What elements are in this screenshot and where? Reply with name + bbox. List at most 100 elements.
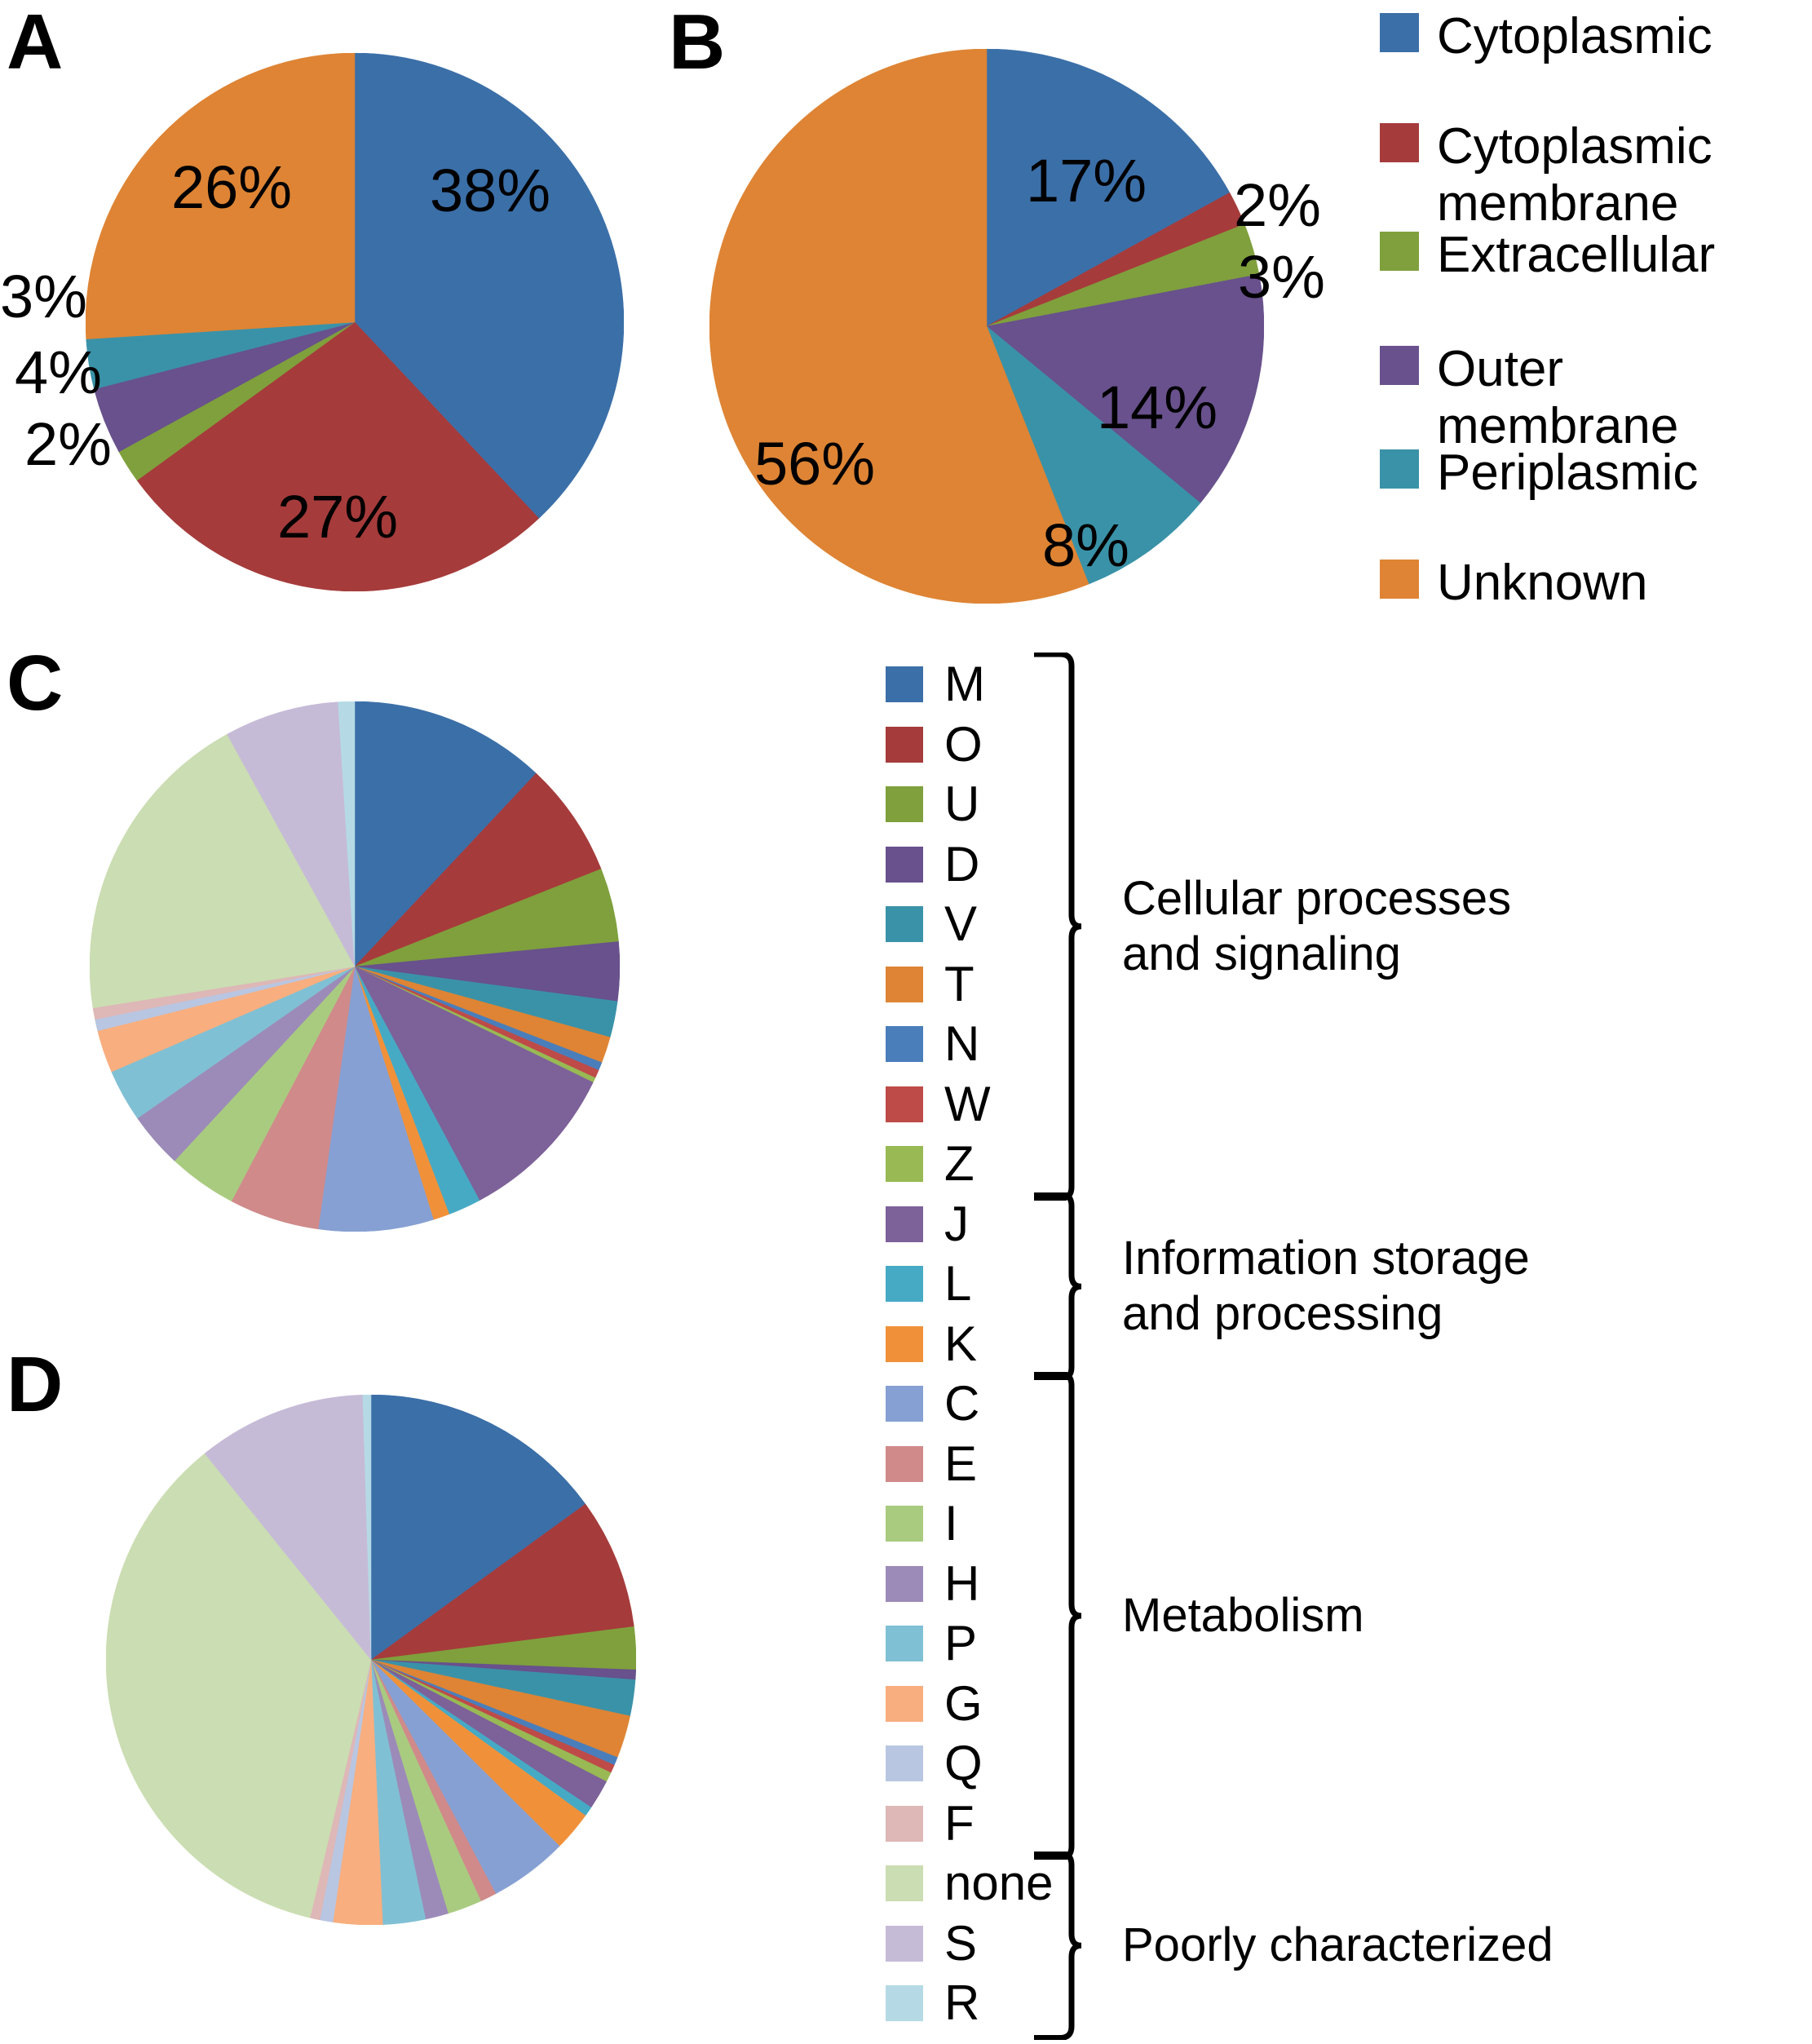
cog-swatch-h — [886, 1565, 923, 1602]
cog-legend-item-d[interactable]: D — [886, 836, 980, 891]
pie-slice-cytoplasmic-membrane — [136, 321, 540, 591]
cog-label-k: K — [944, 1316, 978, 1371]
panel-letter-a: A — [7, 0, 63, 86]
legend-item-cytoplasmic-membrane[interactable]: Cytoplasmic membrane — [1380, 118, 1713, 232]
cog-group-label-1: Information storage and processing — [1122, 1231, 1530, 1340]
pct-label-b-periplasmic: 8% — [1042, 511, 1129, 579]
cog-legend-item-p[interactable]: P — [886, 1618, 977, 1669]
cog-label-n: N — [944, 1016, 980, 1071]
pie-slice-j — [354, 966, 594, 1201]
cog-legend-item-o[interactable]: O — [886, 719, 983, 770]
cog-group-label-2: Metabolism — [1122, 1589, 1364, 1642]
legend-swatch-outer-membrane — [1380, 346, 1419, 385]
cog-legend-item-v[interactable]: V — [886, 899, 977, 949]
group-brace-1 — [1032, 1191, 1083, 1382]
legend-label-outer-membrane: Outer membrane — [1437, 341, 1679, 454]
cog-label-l: L — [944, 1256, 972, 1311]
cog-legend-item-m[interactable]: M — [886, 659, 985, 710]
cog-legend-item-c[interactable]: C — [886, 1378, 979, 1429]
cog-legend-item-z[interactable]: Z — [886, 1139, 975, 1189]
cog-swatch-z — [886, 1146, 923, 1182]
cog-legend-item-s[interactable]: S — [886, 1918, 977, 1969]
cog-swatch-f — [886, 1805, 923, 1842]
cog-label-d: D — [944, 836, 980, 891]
cog-swatch-o — [886, 726, 923, 763]
cog-legend-item-i[interactable]: I — [886, 1498, 958, 1549]
legend-swatch-cytoplasmic — [1380, 13, 1419, 52]
cog-swatch-none — [886, 1865, 923, 1901]
cog-legend-item-q[interactable]: Q — [886, 1738, 983, 1789]
cog-legend-item-none[interactable]: none — [886, 1858, 1053, 1909]
pie-slice-periplasmic — [986, 325, 1201, 585]
legend-swatch-cytoplasmic-membrane — [1380, 123, 1419, 162]
cog-swatch-r — [886, 1985, 923, 2021]
cog-legend-item-g[interactable]: G — [886, 1675, 983, 1731]
pie-slice-unknown — [709, 49, 1089, 604]
pie-slice-unknown — [86, 53, 356, 339]
cog-label-s: S — [944, 1915, 978, 1971]
cog-label-z: Z — [944, 1136, 975, 1191]
pie-slice-o — [370, 1503, 634, 1661]
legend-label-cytoplasmic: Cytoplasmic — [1437, 8, 1713, 64]
pie-slice-m — [354, 701, 537, 967]
cog-label-t: T — [944, 956, 975, 1011]
cog-legend-item-w[interactable]: W — [886, 1078, 991, 1130]
cog-label-g: G — [944, 1675, 983, 1731]
cog-swatch-n — [886, 1026, 923, 1062]
cog-swatch-m — [886, 666, 923, 702]
cog-legend-item-h[interactable]: H — [886, 1558, 979, 1609]
legend-item-periplasmic[interactable]: Periplasmic — [1380, 445, 1698, 502]
cog-label-m: M — [944, 657, 985, 711]
cog-swatch-w — [886, 1086, 923, 1122]
cog-label-o: O — [944, 716, 983, 772]
cog-swatch-k — [886, 1325, 923, 1362]
cog-legend-item-j[interactable]: J — [886, 1198, 969, 1250]
pie-slice-m — [370, 1395, 586, 1661]
cog-label-r: R — [944, 1975, 980, 2030]
pie-chart-c — [90, 701, 620, 1232]
cog-swatch-l — [886, 1266, 923, 1302]
panel-letter-b: B — [669, 0, 725, 86]
legend-item-unknown[interactable]: Unknown — [1380, 555, 1647, 612]
cog-swatch-p — [886, 1626, 923, 1661]
legend-item-extracellular[interactable]: Extracellular — [1380, 227, 1715, 284]
cog-label-q: Q — [944, 1736, 983, 1790]
pie-slice-r — [338, 701, 356, 967]
cog-swatch-v — [886, 906, 923, 942]
legend-label-periplasmic: Periplasmic — [1437, 445, 1699, 501]
cog-label-c: C — [944, 1376, 980, 1431]
pct-label-b-outer-membrane: 14% — [1097, 374, 1218, 441]
pie-slice-outer-membrane — [986, 273, 1264, 504]
cog-label-none: none — [944, 1856, 1054, 1910]
pie-slice-none — [106, 1453, 372, 1918]
cog-swatch-j — [886, 1206, 923, 1242]
cog-legend-item-l[interactable]: L — [886, 1259, 971, 1309]
cog-label-u: U — [944, 776, 980, 831]
pie-chart-d — [106, 1395, 636, 1925]
legend-item-cytoplasmic[interactable]: Cytoplasmic — [1380, 8, 1713, 65]
group-brace-0 — [1032, 651, 1083, 1201]
cog-legend-item-n[interactable]: N — [886, 1019, 979, 1069]
cog-group-label-0: Cellular processes and signaling — [1122, 871, 1512, 980]
panel-letter-c: C — [7, 639, 63, 727]
cog-legend-item-k[interactable]: K — [886, 1316, 978, 1371]
cog-label-p: P — [944, 1616, 978, 1670]
cog-label-v: V — [944, 896, 978, 951]
pie-chart-b — [709, 49, 1264, 604]
cog-swatch-q — [886, 1745, 923, 1781]
pct-label-a-outer-membrane: 4% — [15, 338, 102, 406]
pct-label-a-extracellular: 2% — [24, 410, 112, 478]
cog-legend-item-t[interactable]: T — [886, 956, 975, 1011]
cog-swatch-u — [886, 786, 923, 822]
cog-legend-item-r[interactable]: R — [886, 1978, 979, 2029]
cog-swatch-d — [886, 846, 923, 883]
legend-label-cytoplasmic-membrane: Cytoplasmic membrane — [1437, 118, 1713, 232]
cog-legend-item-f[interactable]: F — [886, 1798, 975, 1849]
pct-label-a-cytoplasmic: 38% — [430, 157, 551, 224]
cog-swatch-i — [886, 1506, 923, 1542]
cog-legend-item-e[interactable]: E — [886, 1438, 977, 1489]
cog-legend-item-u[interactable]: U — [886, 779, 979, 830]
legend-item-outer-membrane[interactable]: Outer membrane — [1380, 341, 1812, 455]
cog-swatch-s — [886, 1925, 923, 1962]
